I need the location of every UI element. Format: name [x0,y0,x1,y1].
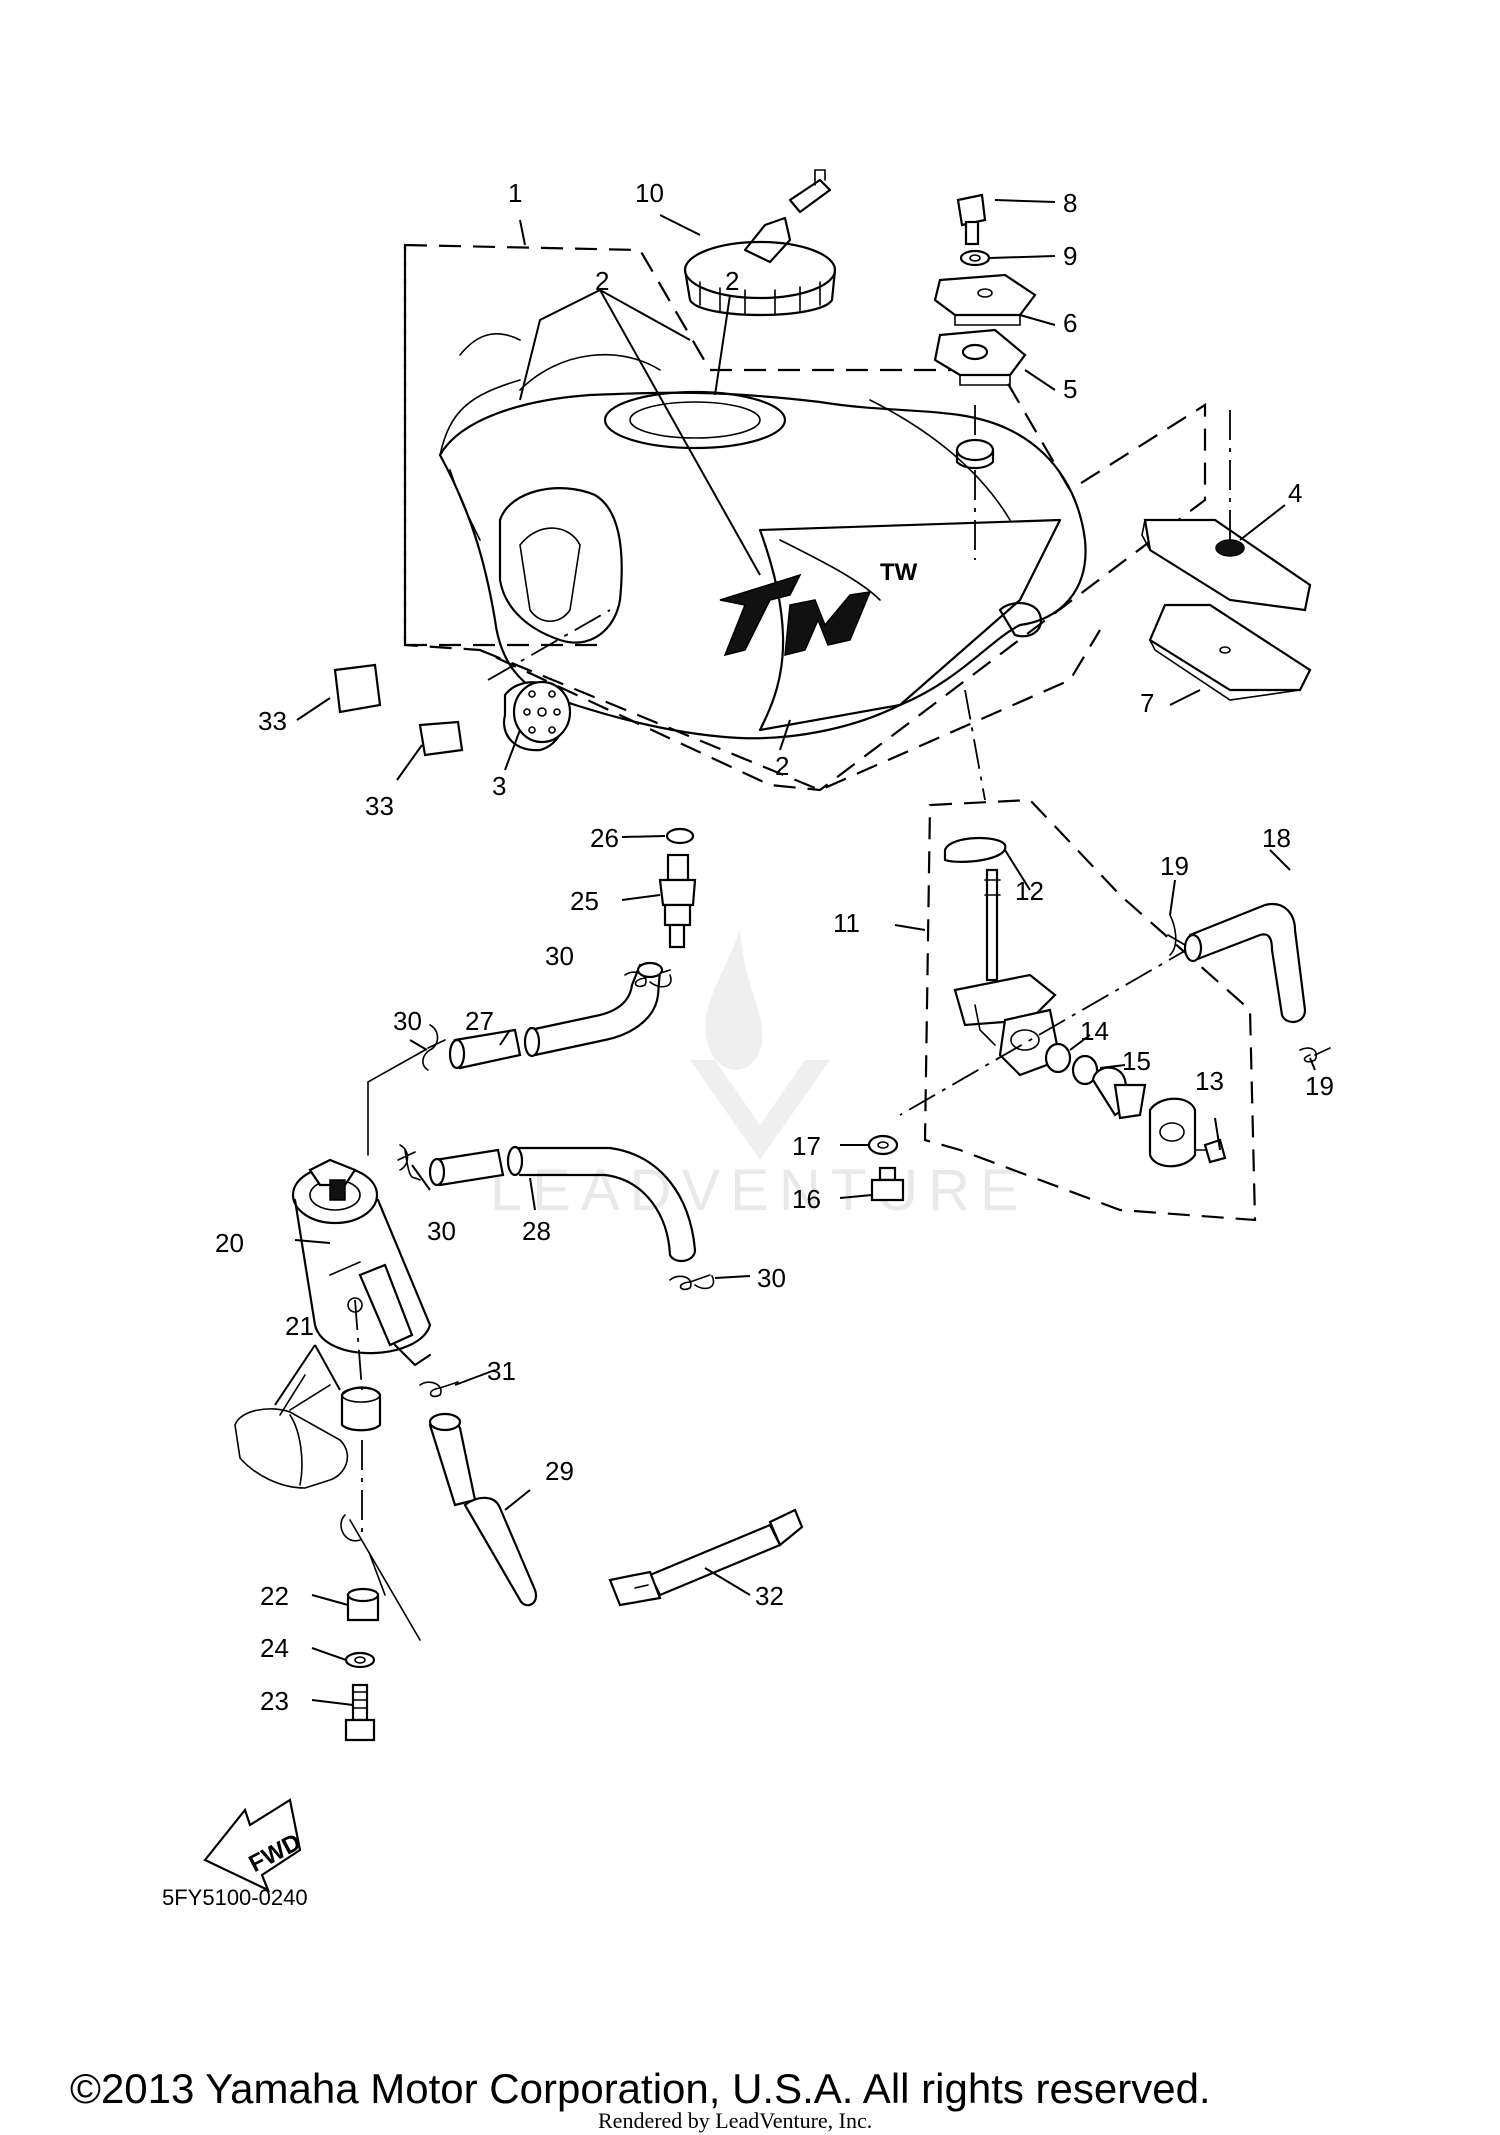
callout-16: 16 [792,1184,821,1214]
callout-8: 8 [1063,188,1077,218]
callout-30a: 30 [545,941,574,971]
bolt-23 [344,1683,376,1742]
strap-32 [608,1508,804,1607]
callout-19b: 19 [1305,1071,1334,1101]
collar-22 [346,1587,380,1622]
leadventure-watermark: LEADVENTURE [490,930,1029,1223]
watermark-text: LEADVENTURE [490,1158,1029,1223]
fwd-arrow: FWD [203,1798,305,1893]
cushion-3 [502,680,572,752]
fuel-cock-group [899,689,1257,1222]
sticker-33a [333,663,382,714]
bolt-8 [956,193,987,246]
callout-5: 5 [1063,374,1077,404]
callout-32: 32 [755,1581,784,1611]
damper-pad-7 [1148,603,1312,701]
tw-logo: TW [719,559,918,657]
washer-17 [867,1134,899,1156]
callout-33a: 33 [258,706,287,736]
diagram-code: 5FY5100-0240 [162,1885,308,1910]
fitting-25 [658,853,697,949]
gasket-15 [1071,1054,1099,1086]
bracket-5 [933,328,1027,386]
callout-18: 18 [1262,823,1291,853]
callout-31: 31 [487,1356,516,1386]
frame-bracket [234,1374,421,1641]
callout-19a: 19 [1160,851,1189,881]
callout-14: 14 [1080,1016,1109,1046]
callout-29: 29 [545,1456,574,1486]
callout-13: 13 [1195,1066,1224,1096]
hose-29 [428,1412,538,1607]
seat-pad-4 [1141,518,1312,612]
copyright-text: ©2013 Yamaha Motor Corporation, U.S.A. A… [70,2065,1211,2112]
callout-2a: 2 [595,266,609,296]
callout-3: 3 [492,771,506,801]
bracket-6 [933,273,1037,326]
clip-30c [397,1144,421,1181]
hose-28 [428,1145,697,1263]
callout-numbers: 1 2 2 2 3 4 5 6 7 8 9 10 11 12 13 14 15 … [215,178,1334,1716]
callout-11: 11 [833,908,860,938]
leader-lines [274,199,1316,1706]
callout-10: 10 [635,178,664,208]
clip-30d [669,1274,715,1291]
damper-21 [340,1386,382,1432]
clip-19a [1167,914,1186,956]
callout-4: 4 [1288,478,1302,508]
callout-2b: 2 [775,751,789,781]
callout-26: 26 [590,823,619,853]
callout-28: 28 [522,1216,551,1246]
callout-20: 20 [215,1228,244,1258]
callout-7: 7 [1140,688,1154,718]
callout-2c: 2 [725,266,739,296]
clip-30a [624,969,672,988]
tank-cap [683,169,837,317]
callout-33b: 33 [365,791,394,821]
washer-24 [344,1651,376,1669]
callout-15: 15 [1122,1046,1151,1076]
washer-9 [959,249,991,267]
screw-16 [870,1166,905,1202]
callout-30c: 30 [427,1216,456,1246]
callout-22: 22 [260,1581,289,1611]
callout-12: 12 [1015,876,1044,906]
callout-9: 9 [1063,241,1077,271]
o-ring-26 [665,827,695,845]
sticker-33b [418,720,464,757]
damper-grommet [955,438,995,470]
o-ring-12 [943,836,1007,863]
hose-18 [1183,902,1307,1023]
callout-23: 23 [260,1686,289,1716]
callout-27: 27 [465,1006,494,1036]
filler-neck [603,390,787,450]
clip-31 [419,1381,459,1398]
clip-19b [1299,1047,1331,1063]
fuel-tank-group: TW [403,243,1207,792]
callout-25: 25 [570,886,599,916]
washer-14 [1044,1042,1072,1074]
callout-6: 6 [1063,308,1077,338]
clip-30b [422,1024,446,1071]
tank-logo-text: TW [880,559,918,586]
callout-1: 1 [508,178,522,208]
callout-21: 21 [285,1311,314,1341]
callout-24: 24 [260,1633,289,1663]
callout-30d: 30 [757,1263,786,1293]
fuel-pump-20 [291,1158,432,1367]
callout-17: 17 [792,1131,821,1161]
callout-30b: 30 [393,1006,422,1036]
rendered-by-text: Rendered by LeadVenture, Inc. [598,2108,872,2133]
